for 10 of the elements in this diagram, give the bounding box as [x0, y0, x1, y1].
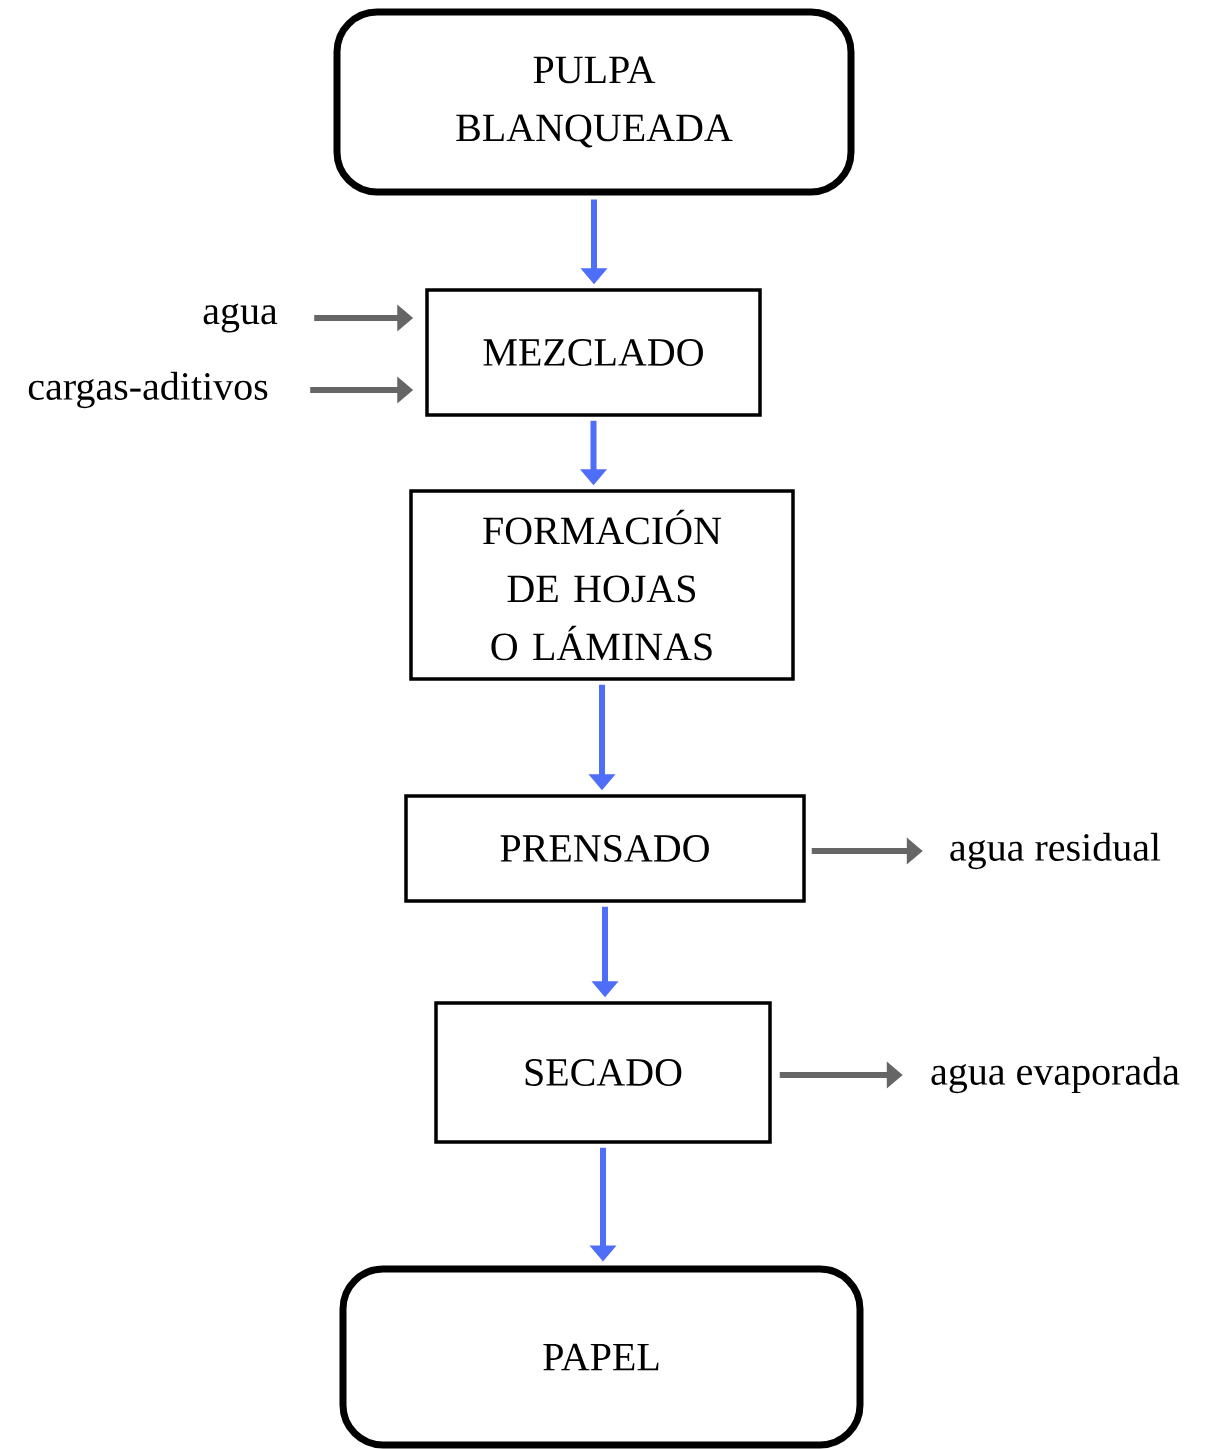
- input-label: agua residual: [950, 832, 1161, 870]
- input-label: agua: [203, 303, 278, 333]
- input-label: cargas-aditivos: [28, 371, 268, 409]
- terminal-box: PAPEL: [339, 1265, 864, 1449]
- process-box: PRENSADO: [404, 794, 806, 903]
- process-box: MEZCLADO: [425, 288, 762, 417]
- process-box: SECADO: [434, 1001, 772, 1144]
- terminal-box: PULPA BLANQUEADA: [333, 8, 855, 196]
- input-label: agua evaporada: [931, 1056, 1180, 1094]
- process-box: FORMACIÓN DE HOJAS O LÁMINAS: [409, 489, 795, 681]
